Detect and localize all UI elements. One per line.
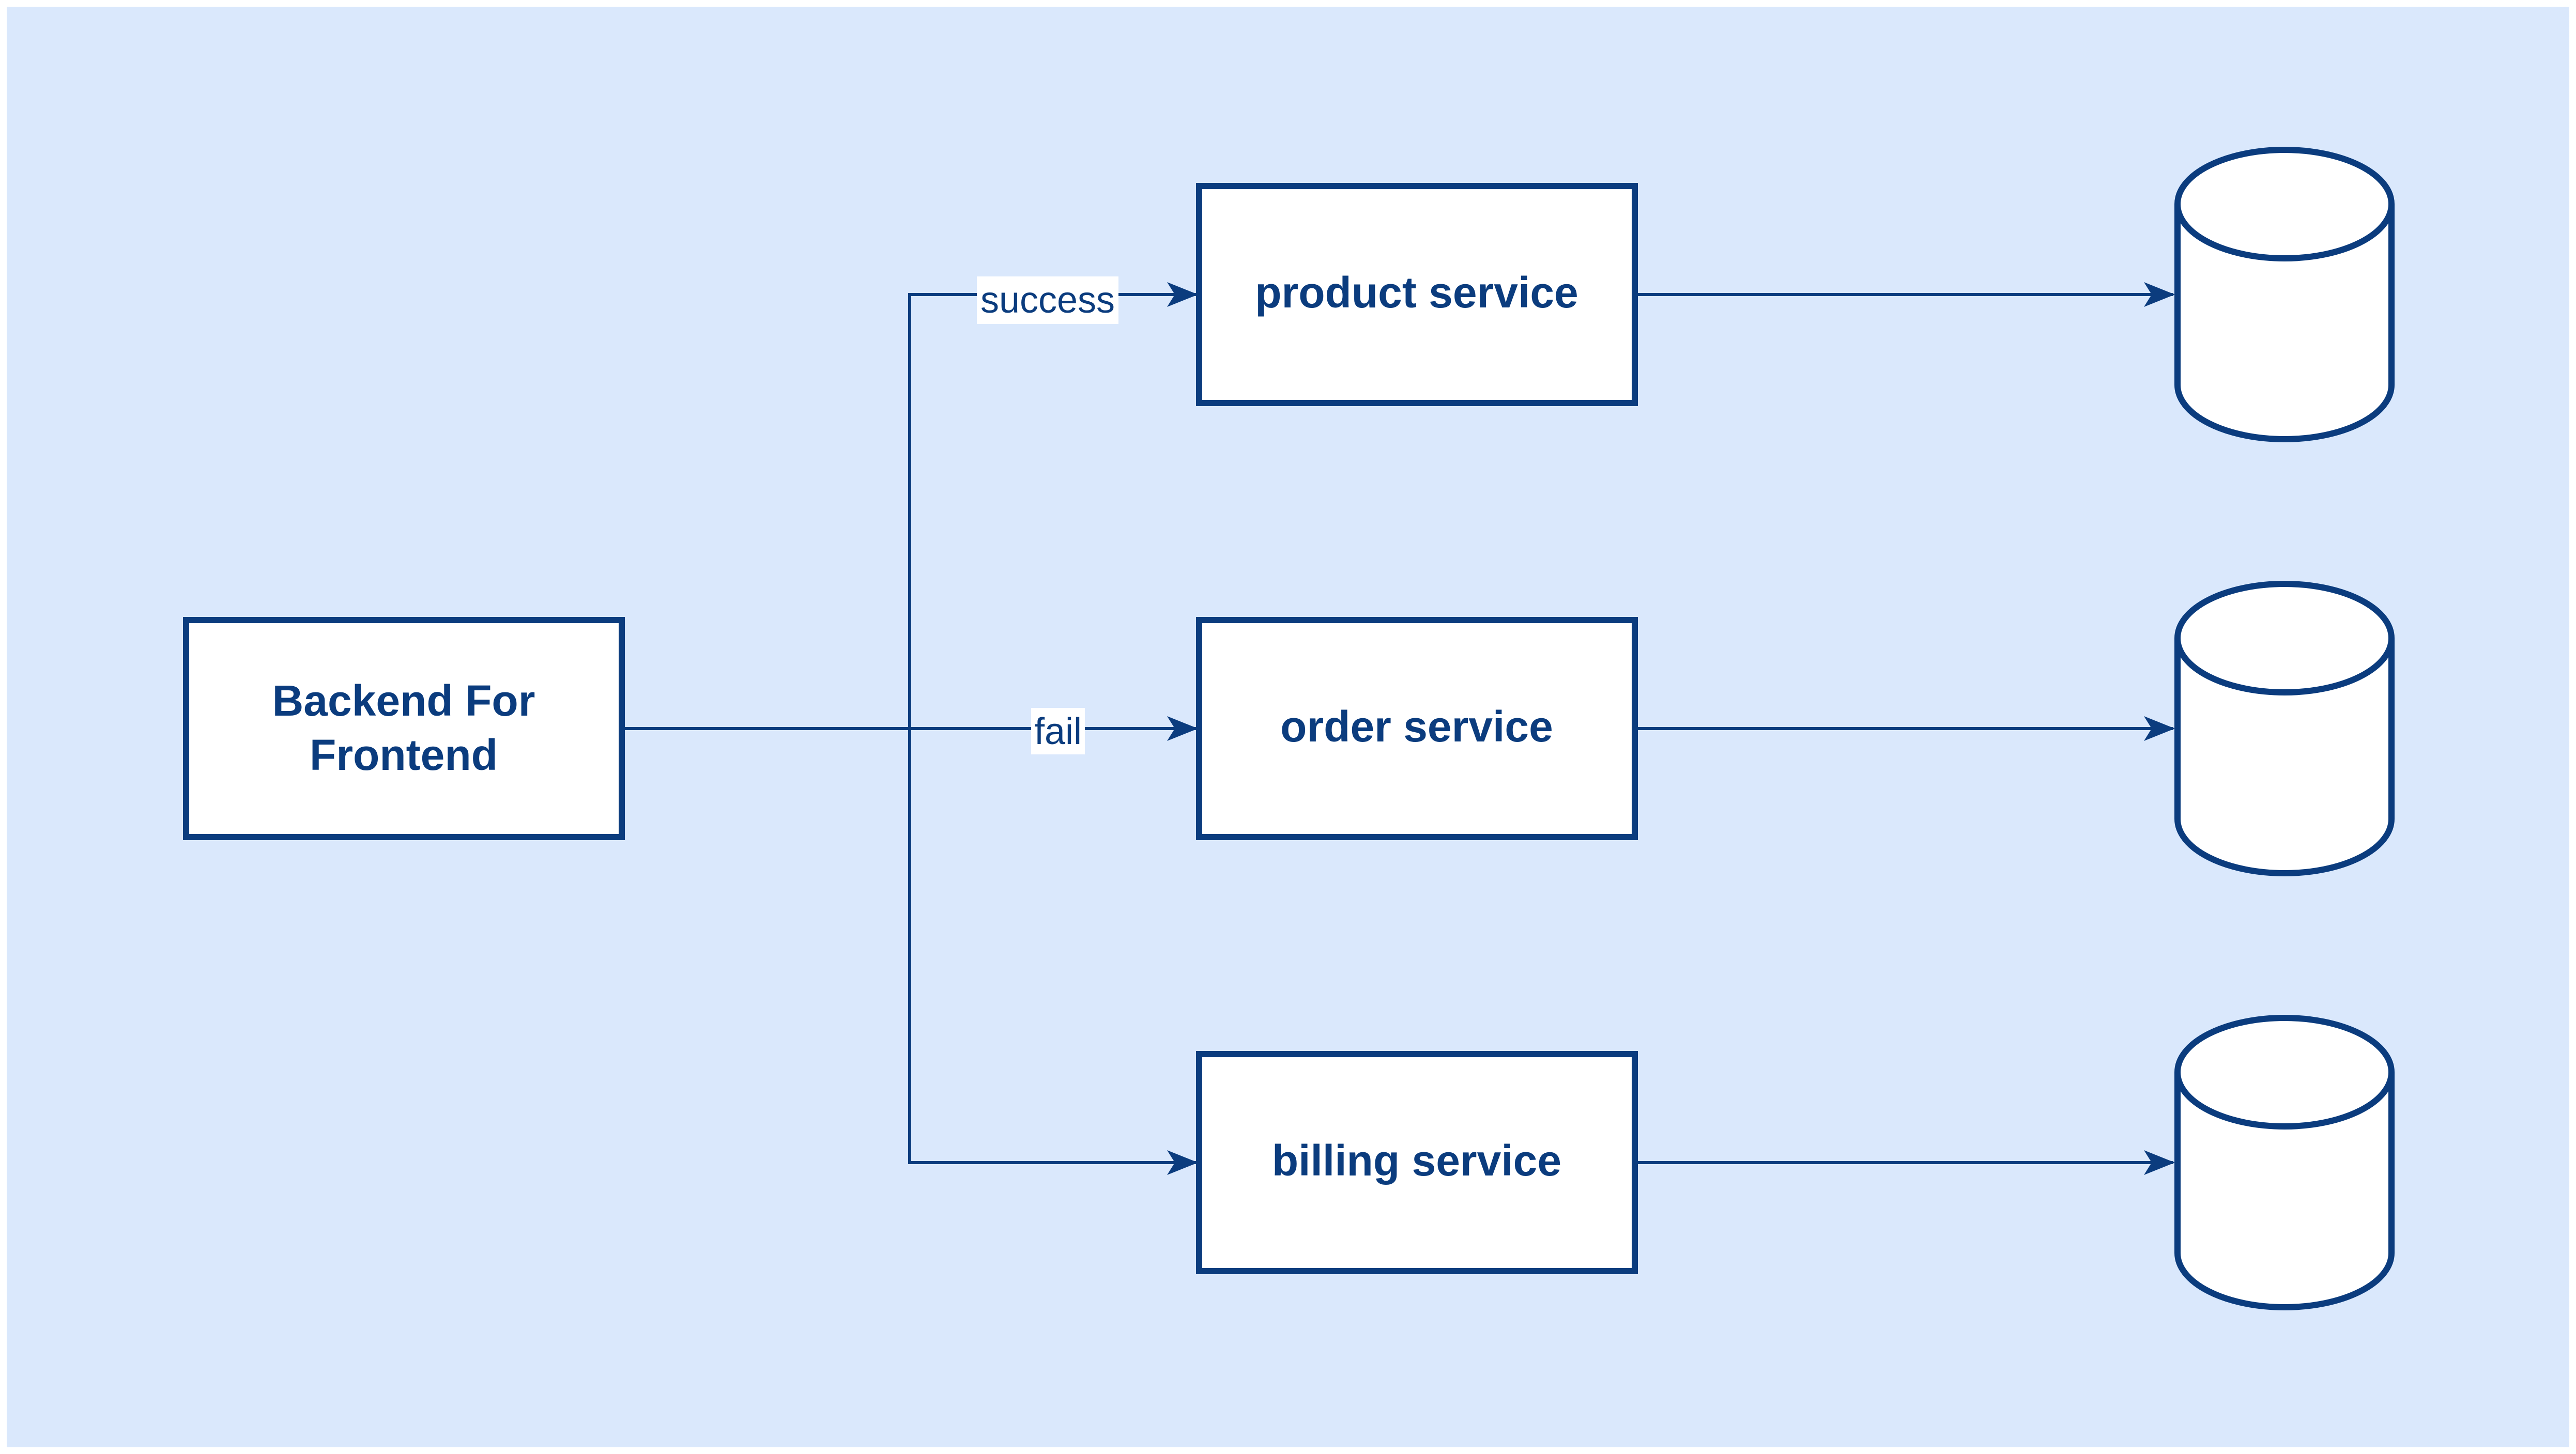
bff-box (183, 617, 625, 840)
bff-label-line2: Frontend (310, 731, 498, 779)
edge-label-fail-bg (1031, 708, 1085, 754)
order-database-icon[interactable] (2174, 581, 2395, 876)
product-service-box (1196, 183, 1638, 406)
billing-service-label: billing service (1272, 1136, 1561, 1185)
order-service-box (1196, 617, 1638, 840)
bff-node[interactable]: Backend For Frontend (183, 617, 625, 840)
billing-db-body (2174, 1072, 2395, 1310)
product-service-label: product service (1255, 268, 1578, 317)
billing-db-top (2174, 1015, 2395, 1130)
billing-database-icon[interactable] (2174, 1015, 2395, 1310)
billing-service-node[interactable]: billing service (1196, 1051, 1638, 1274)
bff-label-line1: Backend For (272, 676, 535, 725)
edge-label-fail: fail (1034, 711, 1082, 752)
product-db-body (2174, 204, 2395, 442)
edge-labels: success fail (977, 276, 1118, 754)
order-db-top (2174, 581, 2395, 695)
product-database-icon[interactable] (2174, 147, 2395, 442)
product-db-top (2174, 147, 2395, 261)
order-service-label: order service (1280, 702, 1553, 751)
order-service-node[interactable]: order service (1196, 617, 1638, 840)
edge-bff-to-billing (622, 727, 1198, 1175)
product-service-node[interactable]: product service (1196, 183, 1638, 406)
edge-label-success-bg (977, 276, 1118, 324)
order-db-body (2174, 638, 2395, 876)
edge-label-success: success (980, 280, 1115, 321)
billing-service-box (1196, 1051, 1638, 1274)
